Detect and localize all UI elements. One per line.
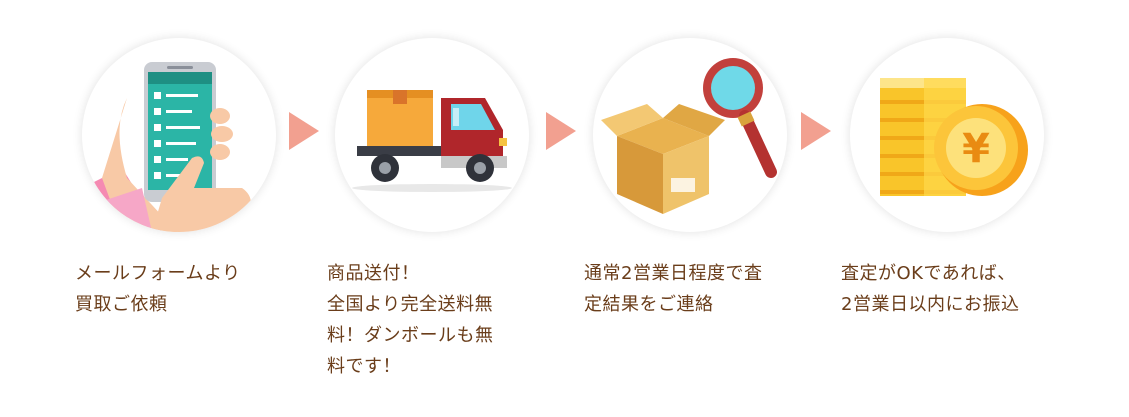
step-4-line-1: 査定がOKであれば、 xyxy=(841,263,1016,284)
step-4-description: 査定がOKであれば、 2営業日以内にお振込 xyxy=(841,258,1041,320)
step-2-line-3: 料！ダンボールも無 xyxy=(327,325,494,346)
arrow-right-icon xyxy=(801,112,831,150)
step-4-illustration: ¥ xyxy=(850,38,1044,232)
step-2-description: 商品送付！ 全国より完全送料無 料！ダンボールも無 料です！ xyxy=(327,258,527,382)
step-2-line-2: 全国より完全送料無 xyxy=(327,294,494,315)
flow-step-1: メールフォームより 買取ご依頼 xyxy=(0,0,276,417)
flow-step-2: 商品送付！ 全国より完全送料無 料！ダンボールも無 料です！ xyxy=(0,0,529,417)
step-4-line-2: 2営業日以内にお振込 xyxy=(841,294,1020,315)
step-3-description: 通常2営業日程度で査 定結果をご連絡 xyxy=(584,258,784,320)
flow-step-4: ¥ 査定がOKであれば、 2営業日以内にお振込 xyxy=(0,0,1044,417)
step-3-illustration xyxy=(593,38,787,232)
step-3-line-1: 通常2営業日程度で査 xyxy=(584,263,763,284)
step-3-line-2: 定結果をご連絡 xyxy=(584,294,714,315)
step-2-illustration xyxy=(335,38,529,232)
step-1-illustration xyxy=(82,38,276,232)
svg-text:¥: ¥ xyxy=(962,126,990,172)
arrow-right-icon xyxy=(546,112,576,150)
step-1-line-2: 買取ご依頼 xyxy=(75,294,168,315)
step-1-description: メールフォームより 買取ご依頼 xyxy=(75,258,275,320)
box-magnifier-icon xyxy=(601,58,777,214)
arrow-right-icon xyxy=(289,112,319,150)
smartphone-form-icon xyxy=(82,62,251,232)
step-2-line-4: 料です！ xyxy=(327,356,401,377)
delivery-truck-icon xyxy=(352,90,512,192)
yen-coins-icon: ¥ xyxy=(880,78,1028,196)
step-1-line-1: メールフォームより xyxy=(75,263,241,284)
step-2-line-1: 商品送付！ xyxy=(327,263,420,284)
flow-step-3: 通常2営業日程度で査 定結果をご連絡 xyxy=(0,0,787,417)
